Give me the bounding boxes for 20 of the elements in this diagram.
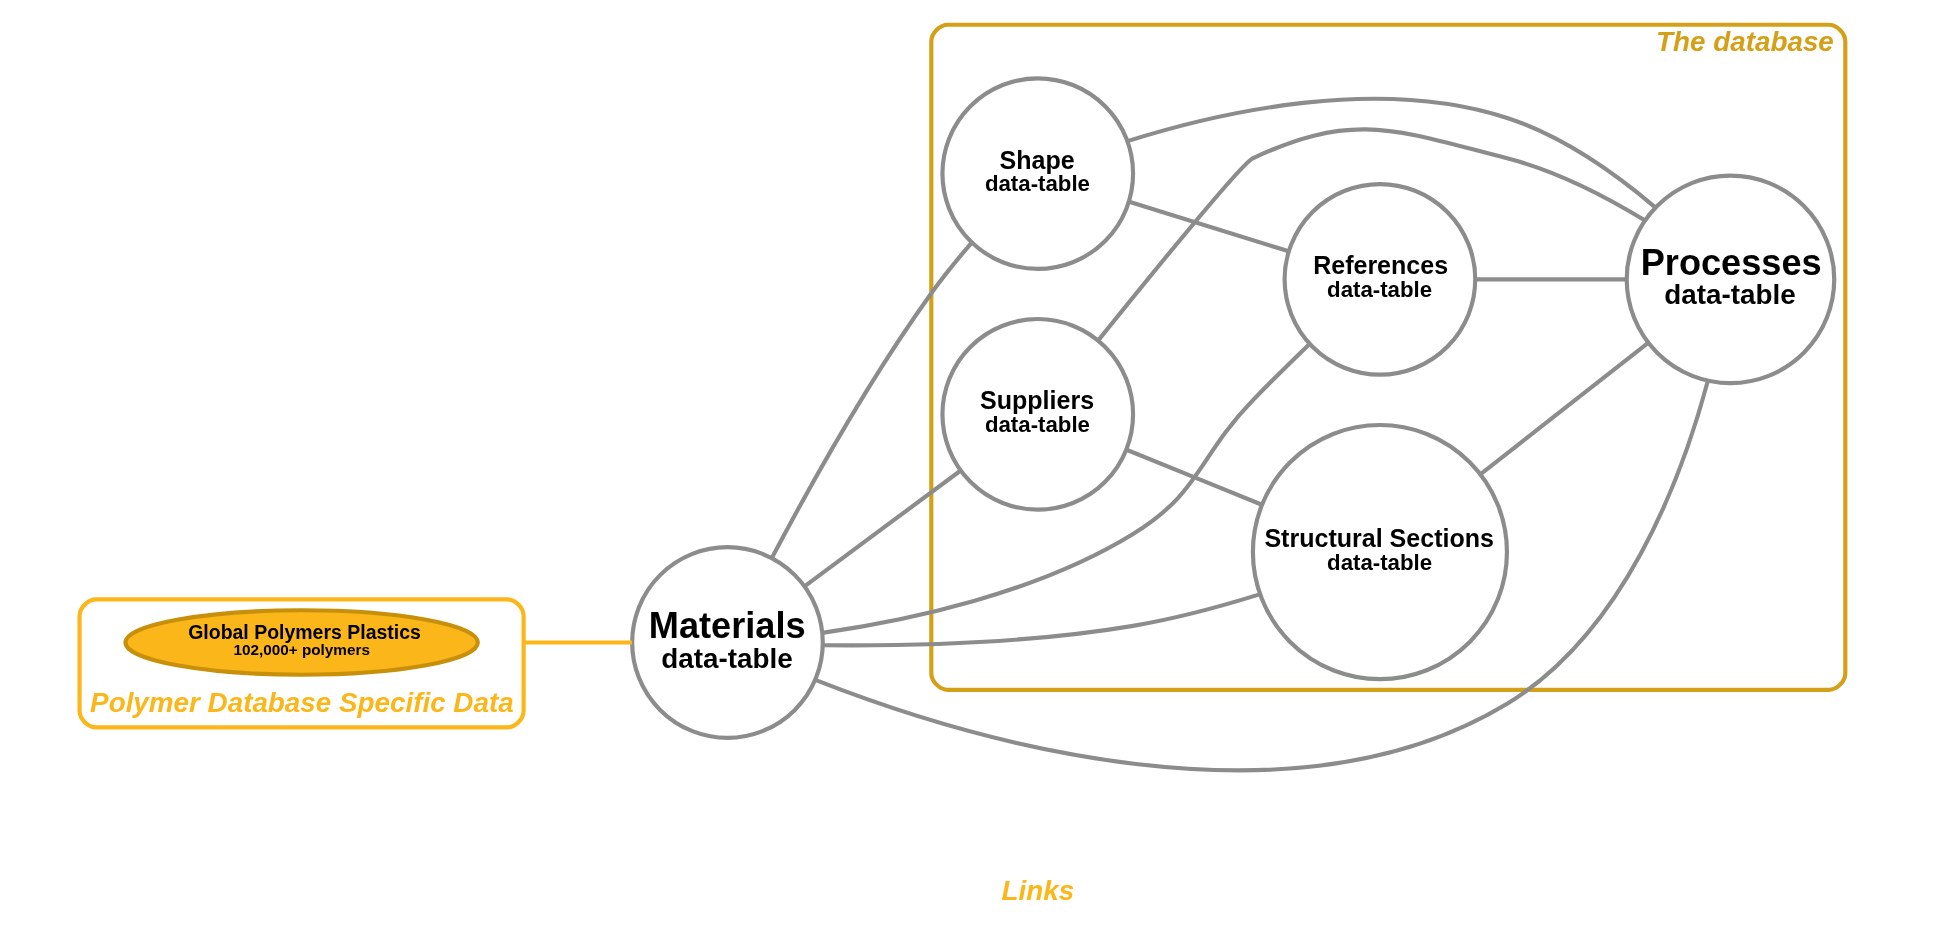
connector (814, 380, 1710, 772)
node-circle: Structural Sections data-table (1250, 422, 1510, 682)
connector (770, 241, 974, 559)
node-circle: Suppliers data-table (940, 316, 1136, 512)
label: Links (1001, 874, 1075, 906)
connector (823, 592, 1261, 648)
connector (822, 342, 1311, 635)
connector (1127, 96, 1657, 209)
connector (1125, 447, 1263, 507)
node-circle: References data-table (1282, 181, 1478, 377)
node-circle: Shape data-table (940, 76, 1136, 271)
connector (523, 640, 633, 645)
node-ellipse: Global Polymers Plastics 102,000+ polymers (123, 608, 480, 677)
connector (1096, 127, 1646, 342)
connector (1128, 199, 1290, 254)
node-circle: Processes data-table (1624, 173, 1837, 386)
connector (1479, 341, 1650, 476)
connector (1475, 277, 1627, 282)
node-circle: Materials data-table (630, 545, 825, 740)
connector (803, 468, 962, 588)
